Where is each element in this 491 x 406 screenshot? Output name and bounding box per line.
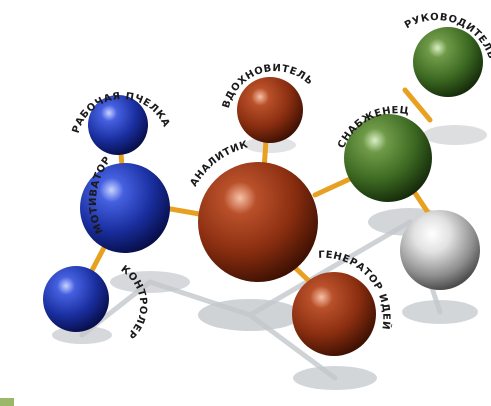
sphere-analyst	[198, 162, 318, 282]
sphere-leader	[413, 27, 483, 97]
sphere-silver	[400, 210, 480, 290]
sphere-controller	[43, 266, 109, 332]
corner-accent	[0, 398, 14, 406]
bond-analyst-supplier	[315, 178, 352, 195]
shadow-leader	[423, 125, 487, 145]
sphere-inspirer	[237, 77, 303, 143]
sphere-idea-generator	[292, 272, 376, 356]
